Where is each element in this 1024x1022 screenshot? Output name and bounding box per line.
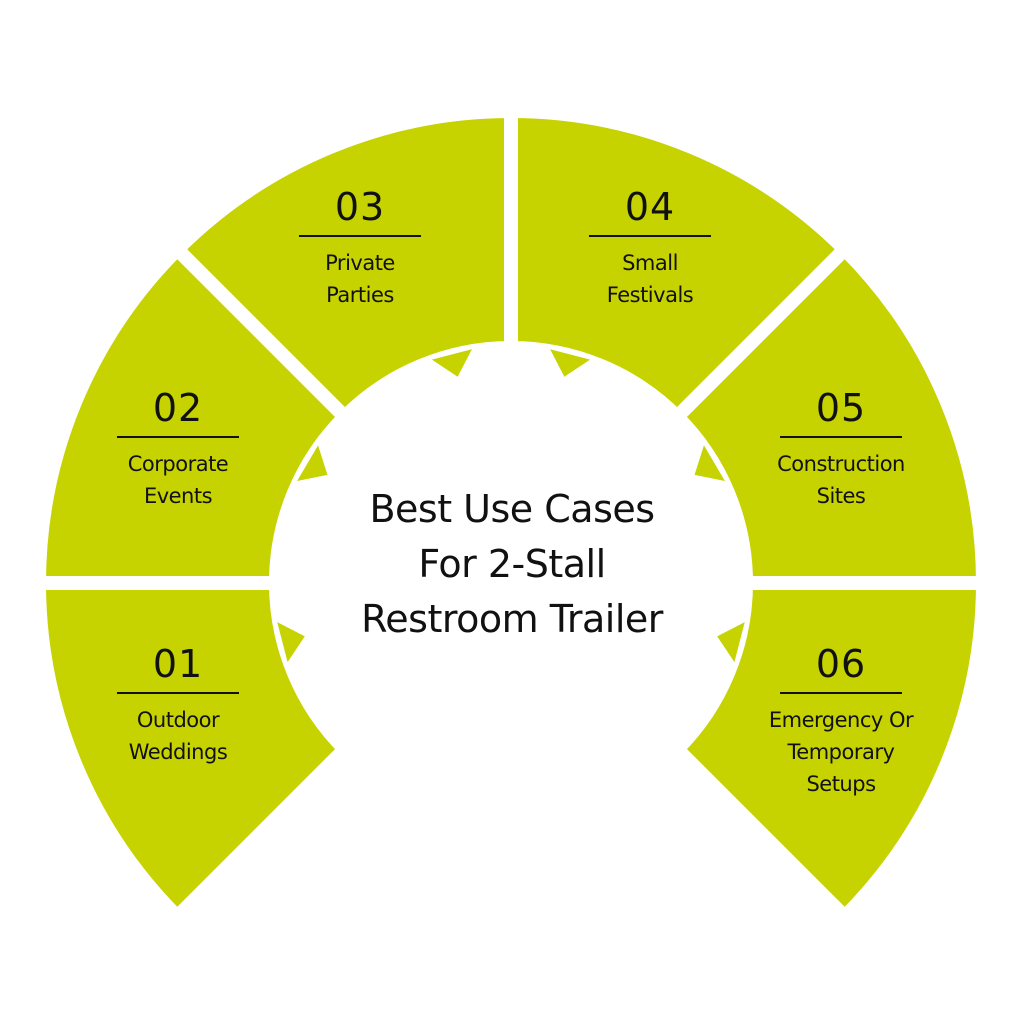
- item-label-line: Events: [143, 484, 213, 508]
- item-label-line: Outdoor: [136, 708, 220, 732]
- item-number: 01: [152, 642, 204, 686]
- divider: [117, 692, 239, 694]
- item-number: 04: [624, 185, 676, 229]
- title-line: For 2-Stall: [418, 542, 606, 586]
- divider: [780, 436, 902, 438]
- segment-01: [31, 576, 355, 927]
- divider: [117, 436, 239, 438]
- item-label-line: Sites: [816, 484, 866, 508]
- item-number: 05: [815, 386, 867, 430]
- item-04: 04 Small Festivals: [570, 185, 730, 311]
- item-label-line: Private: [325, 251, 395, 275]
- item-number: 03: [334, 185, 386, 229]
- title-line: Best Use Cases: [369, 487, 655, 531]
- item-label-line: Corporate: [127, 452, 229, 476]
- pointer-notch-05: [694, 445, 725, 481]
- item-01: 01 Outdoor Weddings: [98, 642, 258, 768]
- item-02: 02 Corporate Events: [98, 386, 258, 512]
- pointer-notch-03: [431, 349, 472, 377]
- pointer-notch-06: [717, 622, 745, 663]
- item-number: 06: [815, 642, 867, 686]
- item-label-line: Festivals: [606, 283, 694, 307]
- item-label-line: Weddings: [128, 740, 228, 764]
- pointer-notch-04: [550, 349, 591, 377]
- segment-02: [31, 239, 355, 590]
- segment-03: [167, 103, 518, 427]
- item-label-line: Small: [622, 251, 678, 275]
- item-label-line: Temporary: [787, 740, 895, 764]
- item-number: 02: [152, 386, 204, 430]
- item-03: 03 Private Parties: [280, 185, 440, 311]
- item-label-line: Setups: [806, 772, 876, 796]
- divider: [589, 235, 711, 237]
- pointer-notch-02: [297, 445, 328, 481]
- item-06: 06 Emergency Or Temporary Setups: [761, 642, 921, 800]
- title-line: Restroom Trailer: [361, 597, 663, 641]
- pointer-notch-01: [277, 622, 305, 663]
- divider: [299, 235, 421, 237]
- divider: [780, 692, 902, 694]
- item-label-line: Parties: [326, 283, 394, 307]
- center-title: Best Use Cases For 2-Stall Restroom Trai…: [312, 482, 712, 647]
- item-label-line: Emergency Or: [768, 708, 914, 732]
- item-label-line: Construction: [777, 452, 905, 476]
- item-05: 05 Construction Sites: [761, 386, 921, 512]
